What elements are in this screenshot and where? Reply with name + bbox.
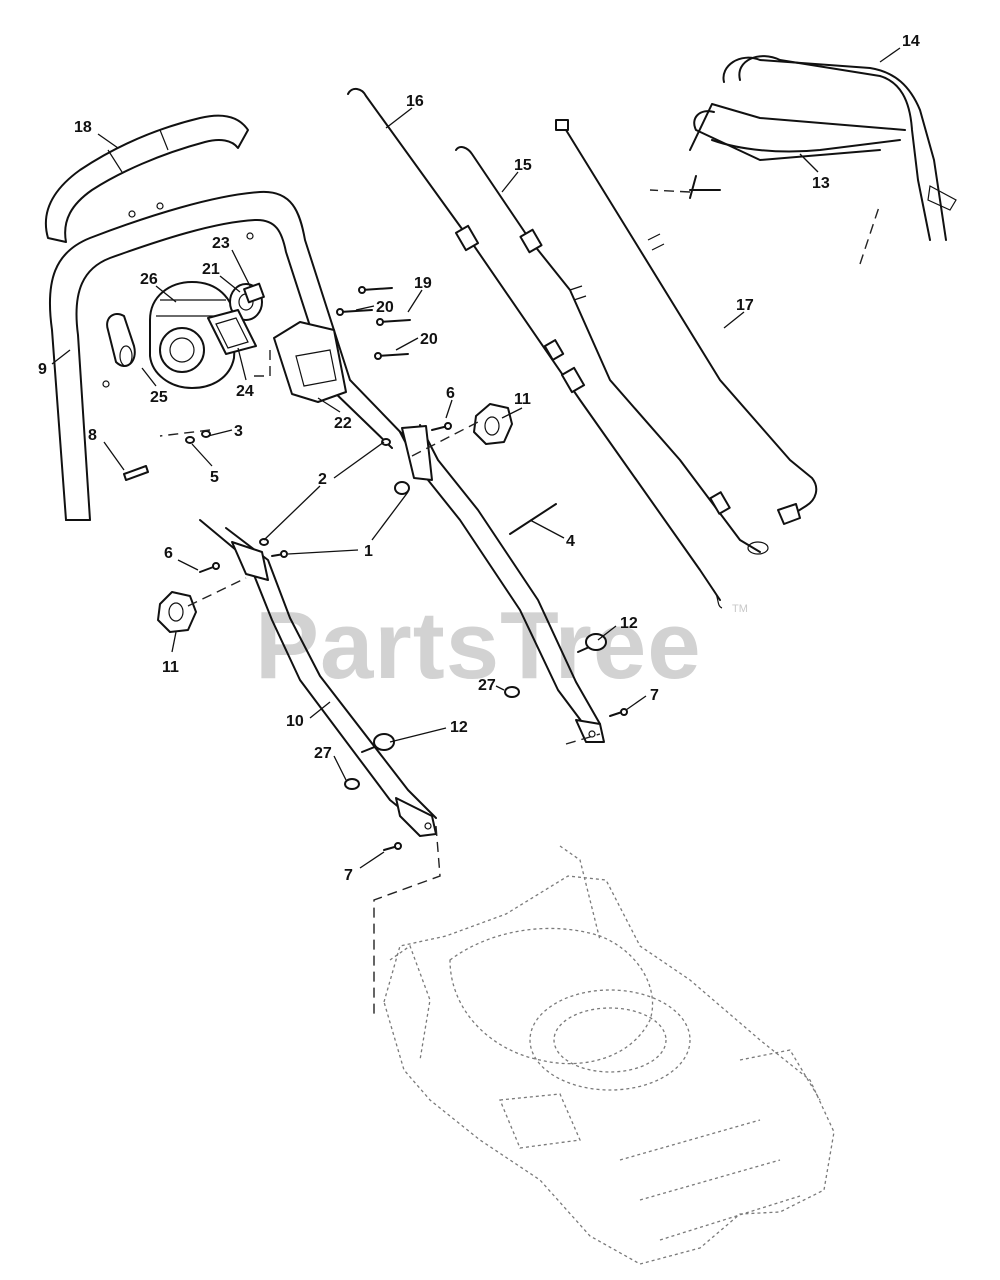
wire-harness-part <box>711 139 901 153</box>
callout-24: 24 <box>236 383 254 400</box>
control-housing-part <box>149 281 237 389</box>
control-box-part <box>248 321 347 403</box>
callout-16: 16 <box>406 93 424 110</box>
callout-13: 13 <box>812 175 830 192</box>
callout-14: 14 <box>902 33 920 50</box>
handle-knob-parts <box>157 403 513 633</box>
lower-handle-part <box>199 519 437 837</box>
screw-parts <box>336 286 411 360</box>
callout-7b: 7 <box>344 867 353 884</box>
callout-26: 26 <box>140 271 158 288</box>
callout-17: 17 <box>736 297 754 314</box>
callout-11b: 11 <box>162 659 179 676</box>
bracket-part <box>207 309 257 355</box>
callout-18: 18 <box>74 119 92 136</box>
callout-7a: 7 <box>650 687 659 704</box>
callout-21: 21 <box>202 261 220 278</box>
callout-layer: 18 16 15 14 13 23 21 26 19 20 20 17 9 25… <box>38 33 920 884</box>
bail-handle-part <box>649 55 957 265</box>
assembly-lines <box>159 421 601 1014</box>
throttle-cable-part <box>555 119 818 525</box>
callout-8: 8 <box>88 427 97 444</box>
fastener-parts <box>123 422 628 851</box>
callout-6b: 6 <box>164 545 173 562</box>
switch-part <box>243 282 265 304</box>
callout-27b: 27 <box>314 745 332 762</box>
callout-20a: 20 <box>376 299 394 316</box>
callout-4: 4 <box>566 533 575 550</box>
callout-9: 9 <box>38 361 47 378</box>
callout-12a: 12 <box>620 615 638 632</box>
callout-2: 2 <box>318 471 327 488</box>
callout-1: 1 <box>364 543 373 560</box>
drive-cable-part <box>455 146 769 555</box>
callout-25: 25 <box>150 389 168 406</box>
cable-clip-part <box>106 312 136 367</box>
callout-3: 3 <box>234 423 243 440</box>
callout-5: 5 <box>210 469 219 486</box>
callout-22: 22 <box>334 415 352 432</box>
callout-6a: 6 <box>446 385 455 402</box>
callout-27a: 27 <box>478 677 496 694</box>
callout-20b: 20 <box>420 331 438 348</box>
callout-12b: 12 <box>450 719 468 736</box>
callout-15: 15 <box>514 157 532 174</box>
callout-23: 23 <box>212 235 230 252</box>
handle-grip-part <box>44 114 249 243</box>
control-cable-part <box>347 88 723 609</box>
watermark-text: PartsTree <box>255 592 702 699</box>
callout-19: 19 <box>414 275 432 292</box>
upper-handle-part <box>48 190 409 521</box>
callout-10: 10 <box>286 713 304 730</box>
callout-11a: 11 <box>514 391 531 408</box>
watermark-tm: TM <box>732 603 748 615</box>
mower-deck-outline <box>383 845 835 1265</box>
